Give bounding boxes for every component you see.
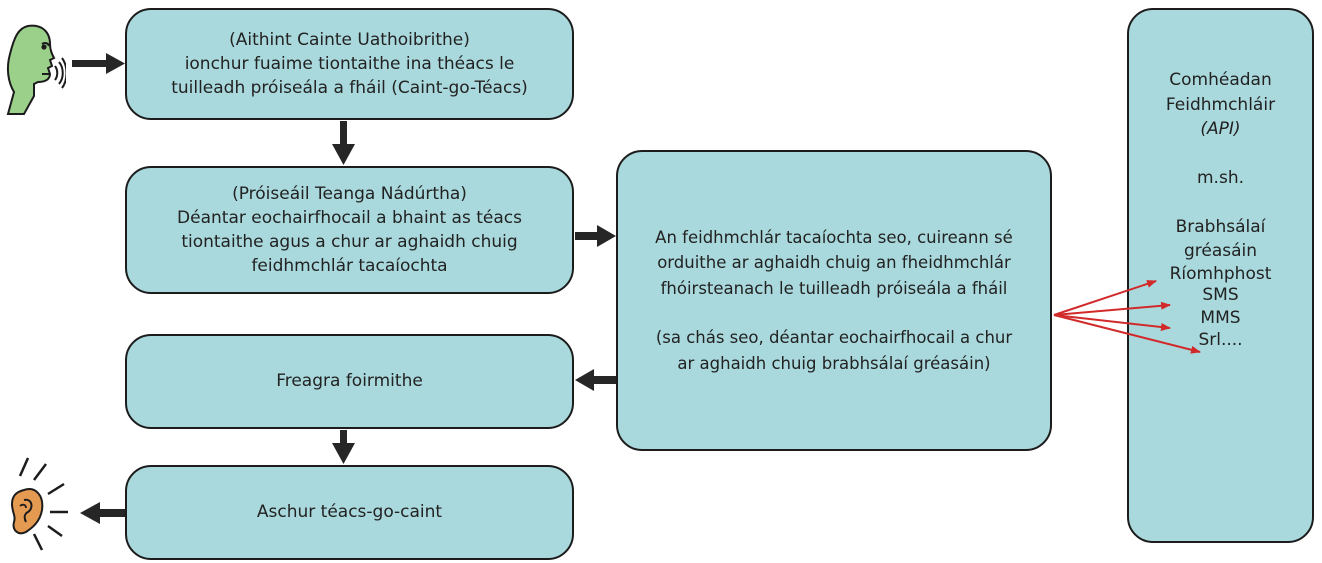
api-item-6: Srl.... xyxy=(1198,329,1243,350)
nlp-title: (Próiseáil Teanga Nádúrtha) xyxy=(232,183,467,204)
listening-ear-icon xyxy=(10,457,68,551)
arrow-tts-to-listener xyxy=(80,502,125,524)
api-item-5: MMS xyxy=(1200,307,1241,328)
nlp-line-2: Déantar eochairfhocail a bhaint as téacs xyxy=(177,207,522,228)
arrow-response-to-tts xyxy=(332,430,355,464)
app-line-5: ar aghaidh chuig brabhsálaí gréasáin) xyxy=(677,353,991,373)
api-example: m.sh. xyxy=(1197,168,1244,189)
support-application-box: An feidhmchlár tacaíochta seo, cuireann … xyxy=(616,150,1052,451)
api-title-3: (API) xyxy=(1200,119,1241,140)
speech-recognition-box: (Aithint Cainte Uathoibrithe) ionchur fu… xyxy=(125,8,574,120)
api-item-1: Brabhsálaí xyxy=(1175,216,1266,237)
asr-title: (Aithint Cainte Uathoibrithe) xyxy=(229,29,470,50)
app-line-2: orduithe ar aghaidh chuig an fheidhmchlá… xyxy=(657,253,1011,273)
arrow-app-to-response xyxy=(575,369,616,391)
api-item-2: gréasáin xyxy=(1183,241,1258,262)
api-title-2: Feidhmchláir xyxy=(1165,94,1276,115)
nlp-line-3: tiontaithe agus a chur ar aghaidh chuig xyxy=(181,232,518,252)
tts-label: Aschur téacs-go-caint xyxy=(256,502,443,523)
response-label: Freagra foirmithe xyxy=(276,371,423,392)
formed-response-box: Freagra foirmithe xyxy=(125,334,574,429)
arrow-speaker-to-asr xyxy=(72,53,125,74)
app-line-4: (sa chás seo, déantar eochairfhocail a c… xyxy=(655,327,1013,347)
arrow-asr-to-nlp xyxy=(332,121,355,165)
text-to-speech-box: Aschur téacs-go-caint xyxy=(125,465,574,560)
asr-line-3: tuilleadh próiseála a fháil (Caint-go-Té… xyxy=(171,78,528,99)
api-box: Comhéadan Feidhmchláir (API) m.sh. Brabh… xyxy=(1127,8,1314,543)
app-line-3: fhóirsteanach le tuilleadh próiseála a f… xyxy=(660,279,1008,298)
api-item-3: Ríomhphost xyxy=(1169,264,1272,285)
api-item-4: SMS xyxy=(1202,285,1239,306)
speaking-head-icon xyxy=(6,24,66,115)
asr-line-2: ionchur fuaime tiontaithe ina théacs le xyxy=(184,53,515,74)
language-processing-box: (Próiseáil Teanga Nádúrtha) Déantar eoch… xyxy=(125,166,574,294)
app-line-1: An feidhmchlár tacaíochta seo, cuireann … xyxy=(655,227,1013,247)
api-title-1: Comhéadan xyxy=(1169,70,1272,90)
arrow-nlp-to-app xyxy=(575,225,616,247)
nlp-line-4: feidhmchlár tacaíochta xyxy=(251,256,448,277)
